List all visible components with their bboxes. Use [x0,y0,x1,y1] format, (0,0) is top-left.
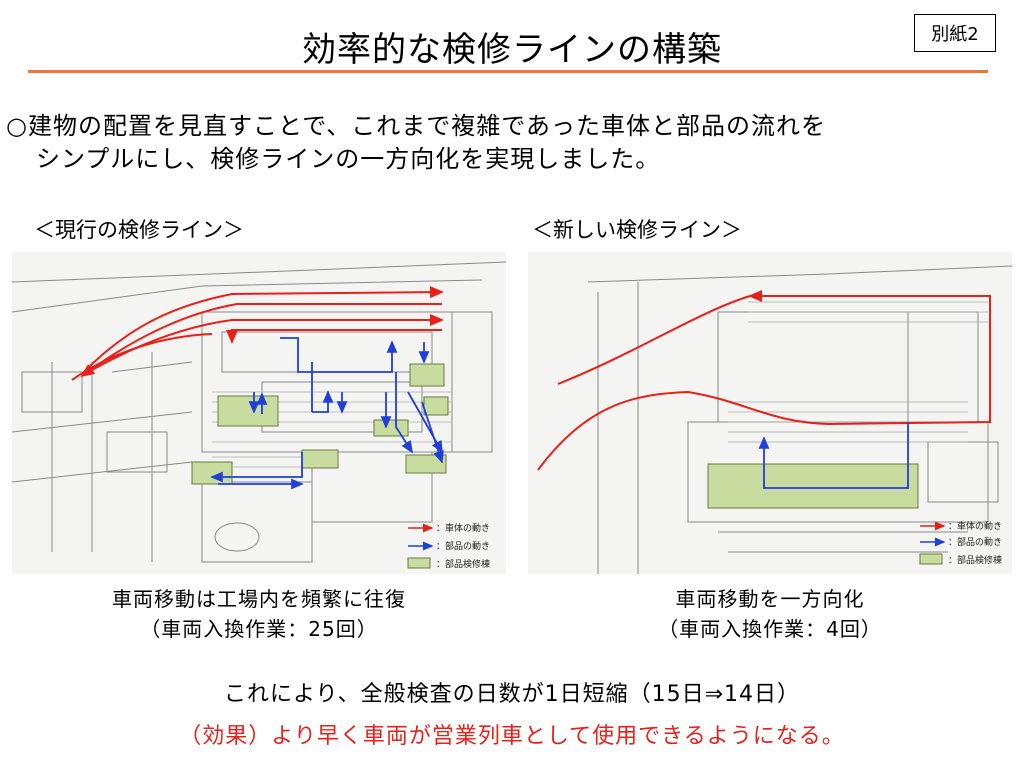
new-caption-line-2: （車両入換作業：4回） [658,617,882,641]
current-caption-line-2: （車両入換作業：25回） [140,617,378,641]
legend-parts-label: ：部品の動き [948,536,1002,548]
intro-line-2: シンプルにし、検修ラインの一方向化を実現しました。 [36,145,661,173]
legend-building-label: ：部品検修棟 [436,558,490,570]
result-text: これにより、全般検査の日数が1日短縮（15日⇒14日） [223,682,801,707]
intro-text: ○建物の配置を見直すことで、これまで複雑であった車体と部品の流れを シンプルにし… [6,110,826,176]
new-caption: 車両移動を一方向化 （車両入換作業：4回） [528,584,1012,644]
map-background [528,252,1012,574]
site-outlines [12,261,506,563]
attachment-badge: 別紙2 [914,14,996,52]
legend-building-label: ：部品検修棟 [948,554,1002,566]
body-movement-paths [537,290,991,471]
new-line-map: ：車体の動き ：部品の動き ：部品検修棟 [528,252,1012,574]
intro-line-1: ○建物の配置を見直すことで、これまで複雑であった車体と部品の流れを [6,112,827,140]
new-line-heading: ＜新しい検修ライン＞ [532,218,742,242]
current-caption: 車両移動は工場内を頻繁に往復 （車両入換作業：25回） [12,584,506,644]
parts-movement-paths [210,337,444,490]
track-hatching [728,301,988,443]
current-caption-line-1: 車両移動は工場内を頻繁に往復 [112,587,406,611]
legend-building-swatch [919,553,943,565]
title-divider [28,70,988,73]
new-legend: ：車体の動き ：部品の動き ：部品検修棟 [919,520,1002,566]
legend-parts-label: ：部品の動き [436,540,490,552]
legend-body-label: ：車体の動き [436,522,490,534]
current-legend: ：車体の動き ：部品の動き ：部品検修棟 [407,522,490,570]
legend-building-swatch [407,557,431,569]
current-line-heading: ＜現行の検修ライン＞ [34,218,244,242]
page-title: 効率的な検修ラインの構築 [302,30,722,70]
new-caption-line-1: 車両移動を一方向化 [675,587,865,611]
current-line-map: ：車体の動き ：部品の動き ：部品検修棟 [12,252,506,574]
effect-text: （効果）より早く車両が営業列車として使用できるようになる。 [179,724,845,749]
legend-body-label: ：車体の動き [948,520,1002,532]
parts-building [707,463,919,509]
parts-movement-paths [758,422,909,489]
body-movement-paths [71,286,444,381]
